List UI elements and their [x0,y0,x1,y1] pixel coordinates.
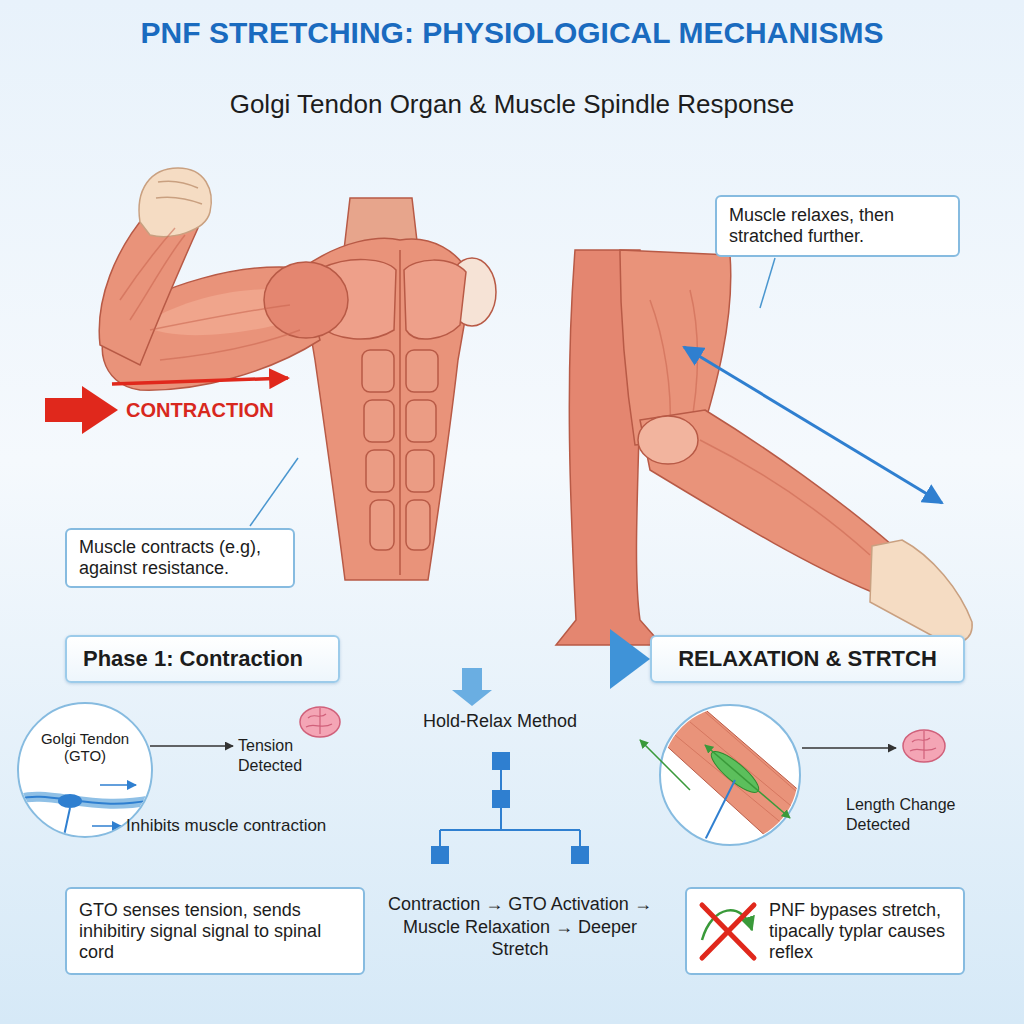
sensor-label: Tension Detected [238,736,330,776]
leader-arrow [150,745,233,747]
sensor-label: Length Change Detected [846,795,974,835]
flow-arrow [340,629,650,689]
leader-line [760,258,775,308]
contraction-line [112,378,288,384]
phase-box: Phase 1: Contraction [65,635,340,683]
blocked-reflex-icon [702,905,754,958]
sensor-label: Inhibits muscle contraction [126,815,326,836]
brain-icon [903,730,945,762]
leader-arrow [92,825,121,827]
arrow-head [610,629,650,689]
subtitle: Golgi Tendon Organ & Muscle Spindle Resp… [0,88,1024,121]
node-text: RELAXATION & STRTCH [668,646,947,672]
sequence-text: Contraction → GTO Activation → Muscle Re… [385,893,655,961]
phase-box: RELAXATION & STRTCH [650,635,965,683]
info-box: GTO senses tension, sends inhibitiry sig… [65,887,365,975]
arrow-shaft [340,648,610,670]
flexed-arm-figure [99,168,496,580]
branch-arrow [452,668,492,706]
stretch-arrow [684,347,942,503]
action-label: CONTRACTION [126,398,274,423]
contraction-arrow [45,386,118,434]
node-text: Muscle relaxes, then stratched further. [729,205,946,247]
signal-arrow [100,784,136,786]
node-text: Phase 1: Contraction [83,646,322,672]
leader-line [250,458,298,526]
info-box: PNF bypases stretch, tipacally typlar ca… [685,887,965,975]
node-text: Muscle contracts (e.g), against resistan… [79,537,281,579]
length-arrow [705,745,790,818]
title: PNF STRETCHING: PHYSIOLOGICAL MECHANISMS [0,16,1024,50]
flow-squares [431,752,589,864]
flow-icon [440,770,580,846]
node-text: PNF bypases stretch, tipacally typlar ca… [769,900,953,963]
stretched-leg-figure [556,250,972,645]
brain-icon [300,707,340,737]
node-text: GTO senses tension, sends inhibitiry sig… [79,900,351,963]
callout-box: Muscle relaxes, then stratched further. [715,195,960,257]
leader-arrow [802,747,896,749]
method-label: Hold-Relax Method [395,710,605,733]
length-arrow [640,740,690,790]
callout-box: Muscle contracts (e.g), against resistan… [65,528,295,588]
spindle-drawing [660,705,812,850]
node-text: Golgi Tendon (GTO) [35,730,135,764]
